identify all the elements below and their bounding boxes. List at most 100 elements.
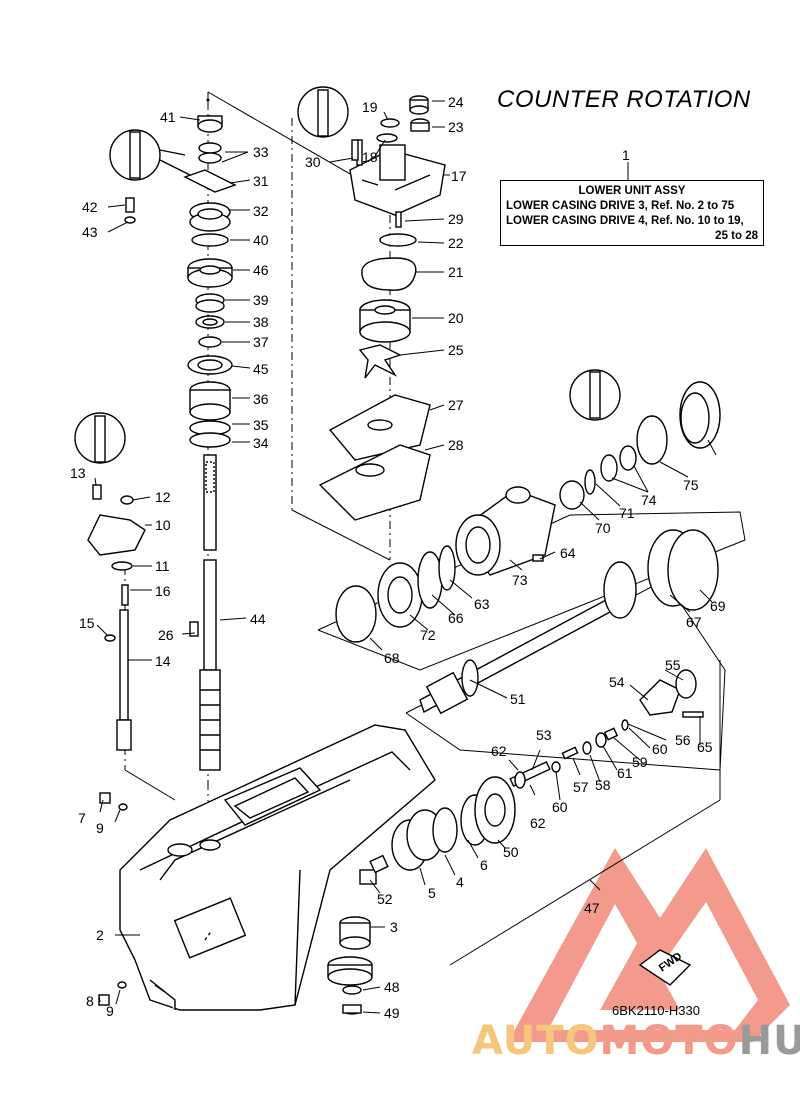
label-50: 50: [503, 844, 519, 860]
label-39: 39: [253, 292, 269, 308]
label-74: 75: [683, 477, 699, 493]
label-46: 46: [253, 262, 269, 278]
label-15: 15: [79, 615, 95, 631]
label-48: 48: [384, 979, 400, 995]
upper-bearing-stack: [183, 115, 237, 448]
label-28: 28: [448, 437, 464, 453]
label-7: 7: [78, 810, 86, 826]
label-47: 47: [584, 900, 600, 916]
label-23: 23: [448, 119, 464, 135]
forward-gear-group: [359, 776, 516, 885]
label-12: 12: [155, 489, 171, 505]
label-29: 29: [448, 211, 464, 227]
label-53: 53: [536, 727, 552, 743]
label-6: 6: [480, 857, 488, 873]
drive-shaft: [199, 454, 221, 771]
fwd-badge: FWD: [638, 949, 692, 986]
watermark-part-hub: HUB: [738, 1018, 800, 1064]
label-51: 51: [510, 691, 526, 707]
label-70: 71: [619, 505, 635, 521]
label-37: 37: [253, 334, 269, 350]
label-14: 14: [155, 653, 171, 669]
label-3: 3: [390, 919, 398, 935]
label-64: 63: [474, 596, 490, 612]
label-18: 18: [362, 149, 378, 165]
label-20: 20: [448, 310, 464, 326]
leader-lines: [94, 100, 717, 1014]
label-44: 44: [250, 611, 266, 627]
label-57: 57: [573, 779, 589, 795]
label-9: 9: [96, 820, 104, 836]
page-title: COUNTER ROTATION: [497, 86, 751, 113]
assembly-line-1: LOWER CASING DRIVE 3, Ref. No. 2 to 75: [506, 200, 735, 212]
label-2: 2: [96, 927, 104, 943]
label-27: 27: [448, 397, 464, 413]
callout-markers: [206, 98, 210, 102]
watermark-part-auto: AUTO: [472, 1018, 600, 1064]
gear-line: [449, 660, 721, 966]
label-68: 67: [686, 614, 702, 630]
water-pump: [318, 95, 446, 521]
label-10: 10: [155, 517, 171, 533]
pinion-gear-stack: [327, 916, 373, 1015]
label-67: 69: [710, 598, 726, 614]
label-62b: 62: [530, 815, 546, 831]
label-43: 43: [82, 224, 98, 240]
label-63: 66: [448, 610, 464, 626]
label-9b: 9: [106, 1003, 114, 1019]
watermark-logo: AUTOMOTOHUB: [472, 1018, 800, 1064]
label-52: 52: [377, 891, 393, 907]
shift-linkage: [87, 484, 146, 751]
label-58: 58: [595, 777, 611, 793]
clutch-group: [509, 669, 704, 789]
assembly-line-2: LOWER CASING DRIVE 4, Ref. No. 10 to 19,: [506, 215, 744, 227]
label-24: 24: [448, 94, 464, 110]
label-17: 17: [451, 168, 467, 184]
label-16: 16: [155, 583, 171, 599]
label-56: 55: [665, 657, 681, 673]
watermark-triangle: [508, 848, 790, 1042]
label-73: 64: [560, 545, 576, 561]
fasteners: [98, 197, 199, 1006]
drawing-code: 6BK2110-H330: [612, 1003, 700, 1018]
label-31: 31: [253, 173, 269, 189]
label-42: 42: [82, 199, 98, 215]
label-66: 72: [420, 627, 436, 643]
label-19: 19: [362, 99, 378, 115]
label-13: 13: [70, 465, 86, 481]
label-62: 62: [491, 743, 507, 759]
bearing-housing-group: [335, 381, 721, 643]
grease-icons: [74, 86, 621, 464]
label-72: 68: [384, 650, 400, 666]
label-35: 35: [253, 417, 269, 433]
label-30: 30: [305, 154, 321, 170]
label-60: 60: [552, 799, 568, 815]
label-5: 5: [428, 885, 436, 901]
label-11: 11: [155, 558, 170, 574]
label-26: 26: [158, 627, 174, 643]
label-4: 4: [456, 874, 464, 890]
lower-casing: [119, 724, 436, 1011]
label-33: 33: [253, 144, 269, 160]
label-22: 22: [448, 235, 464, 251]
label-55: 54: [609, 674, 625, 690]
assembly-line-3: 25 to 28: [715, 230, 758, 242]
part-labels: 41 33 31 32 40 46 39 38 37 45 36 35 34 4…: [70, 94, 726, 1021]
label-32: 32: [253, 203, 269, 219]
label-54: 65: [697, 739, 713, 755]
label-8: 8: [86, 993, 94, 1009]
label-34: 34: [253, 435, 269, 451]
label-45: 45: [253, 361, 269, 377]
label-25: 25: [448, 342, 464, 358]
label-65: 73: [512, 572, 528, 588]
label-60b: 56: [675, 732, 691, 748]
label-38: 38: [253, 314, 269, 330]
label-40: 40: [253, 232, 269, 248]
label-49: 49: [384, 1005, 400, 1021]
label-36: 36: [253, 391, 269, 407]
label-61: 59: [632, 754, 648, 770]
assembly-reference-box: LOWER UNIT ASSY LOWER CASING DRIVE 3, Re…: [500, 180, 764, 246]
assembly-name: LOWER UNIT ASSY: [578, 185, 686, 197]
label-58b: 61: [617, 765, 633, 781]
